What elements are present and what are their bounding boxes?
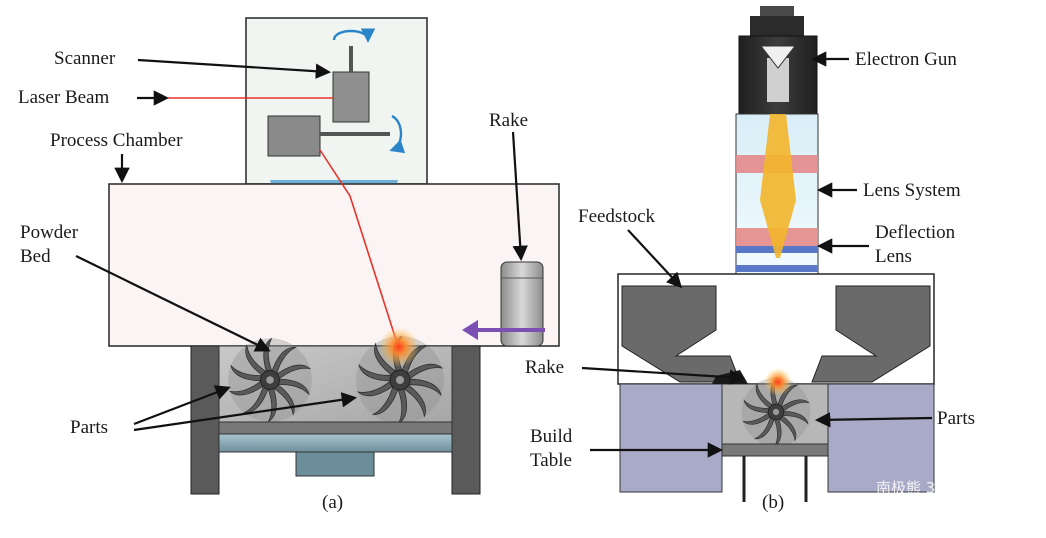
caption-b: (b) [762,492,784,513]
label-bed: Bed [20,246,51,267]
electron-gun-cap [760,6,794,16]
caption-a: (a) [322,492,343,513]
label-laser-beam: Laser Beam [18,87,109,108]
frame-leg-right [451,345,481,495]
electron-gun-tip [759,45,797,69]
build-plate [218,421,453,435]
electron-gun-core [767,58,789,102]
feedstock-hopper-right [811,285,931,383]
label-build: Build [530,426,573,447]
piston [295,451,375,477]
label-powder: Powder [20,222,79,243]
label-electron-gun: Electron Gun [855,49,957,70]
rake-a [500,261,544,347]
watermark: 南极熊 3D打印 [876,479,977,497]
side-block-right [827,383,935,493]
label-scanner: Scanner [54,48,116,69]
electron-gun-top [750,16,804,36]
electron-beam [760,114,796,258]
label-feedstock: Feedstock [578,206,656,227]
deflection-coil-2 [736,265,818,272]
melt-pool-glow [379,327,419,367]
scanner-mirror-1 [332,71,370,123]
label-lens-system: Lens System [863,180,961,201]
label-parts-a: Parts [70,417,108,438]
side-block-left [619,383,723,493]
rotation-arrow-icon [332,28,376,43]
label-parts-b: Parts [937,408,975,429]
process-chamber [108,183,560,347]
laser-beam-path [319,149,399,347]
label-rake-b: Rake [525,357,564,378]
rake-motion-arrowhead-icon [462,320,478,340]
panel-b: Electron Gun Lens System Deflection Lens… [525,6,975,513]
label-rake-a: Rake [489,110,528,131]
label-deflection: Deflection [875,222,956,243]
melt-pool-glow [764,368,792,396]
label-process-chamber: Process Chamber [50,130,183,151]
panel-a: Scanner Laser Beam Process Chamber Powde… [18,17,560,513]
build-table [721,443,829,457]
label-lens: Lens [875,246,912,267]
build-base [218,433,453,453]
scanner-mirror-2 [267,115,321,157]
feedstock-hopper-left [621,285,741,383]
rotation-arrow-icon [389,114,406,154]
label-table: Table [530,450,572,471]
